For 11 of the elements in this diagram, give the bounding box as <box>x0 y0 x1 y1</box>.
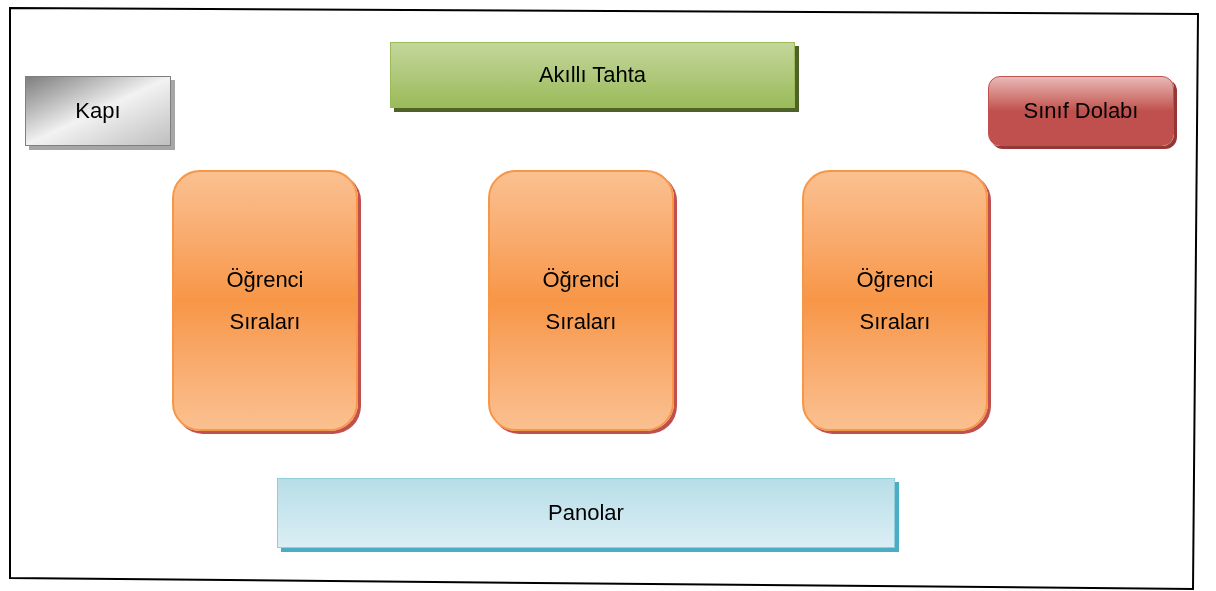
desk-box <box>802 170 988 431</box>
node-label: Sınıf Dolabı <box>1023 97 1139 125</box>
cabinet-box <box>988 76 1174 146</box>
desk-box <box>488 170 674 431</box>
node-label: Kapı <box>75 97 121 125</box>
node-label: Öğrenci Sıraları <box>541 265 621 336</box>
node-label: Öğrenci Sıraları <box>855 265 935 336</box>
desk-box <box>172 170 358 431</box>
node-label: Akıllı Tahta <box>538 61 647 89</box>
node-label: Öğrenci Sıraları <box>225 265 305 336</box>
node-label: Panolar <box>548 499 624 527</box>
